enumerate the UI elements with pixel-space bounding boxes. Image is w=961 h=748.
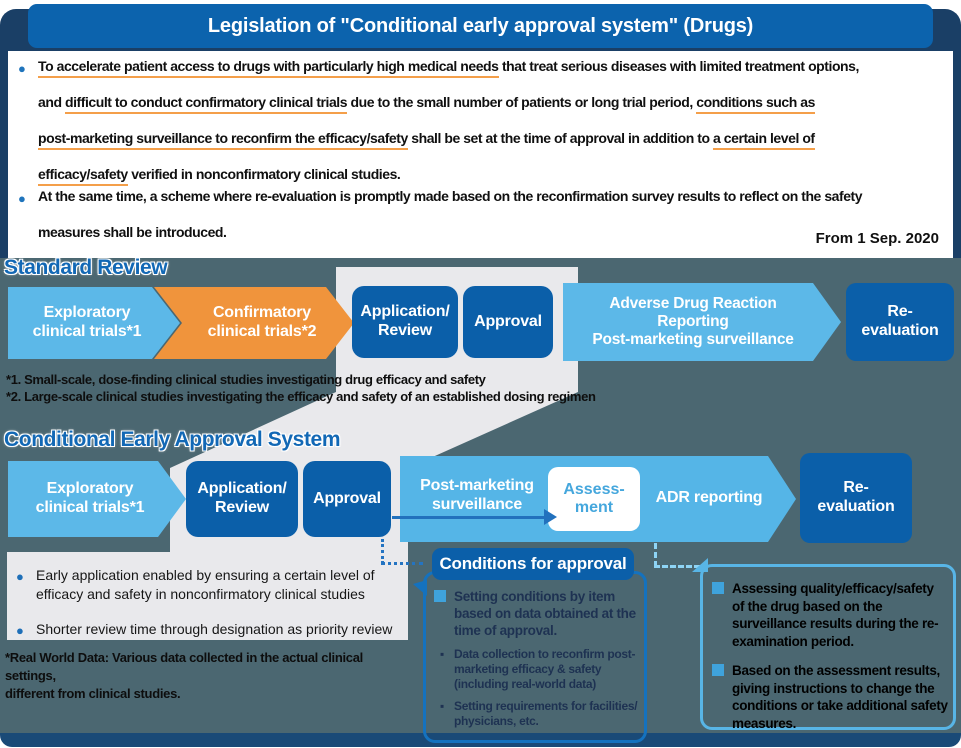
intro-text-segment: shall be set at the time of approval in … (407, 130, 714, 146)
assessment-detail-body: Assessing quality/efficacy/safety of the… (712, 580, 948, 744)
footnote-1: *1. Small-scale, dose-finding clinical s… (6, 372, 486, 387)
approval-conditions-connector-v (381, 539, 384, 564)
small-bullet-icon: ▪ (440, 647, 444, 661)
approval-to-assessment-line (392, 516, 544, 519)
assessment-item-2: Based on the assessment results, giving … (712, 662, 948, 732)
conditions-subitem-2: ▪ Setting requirements for facilities/ p… (440, 699, 640, 729)
bullet-icon: ● (16, 623, 24, 638)
assessment-item-1: Assessing quality/efficacy/safety of the… (712, 580, 948, 650)
conditions-box-body: Setting conditions by item based on data… (434, 588, 640, 729)
intro-text-segment: difficult to conduct confirmatory clinic… (64, 94, 348, 114)
intro-panel (0, 51, 961, 258)
intro-text-segment: conditions such as (696, 94, 815, 114)
assessment-item-1-text: Assessing quality/efficacy/safety of the… (732, 581, 939, 649)
intro-text-segment: a certain level of (713, 130, 815, 150)
intro-text-segment: that treat serious diseases with limited… (498, 58, 859, 74)
ces-step-exploratory: Exploratory clinical trials*1 (8, 461, 186, 537)
effective-date: From 1 Sep. 2020 (815, 230, 939, 247)
standard-review-heading: Standard Review (4, 256, 168, 279)
intro-bullet1-line4: efficacy/safety verified in nonconfirmat… (38, 166, 401, 186)
approval-conditions-connector-h (381, 562, 423, 565)
benefit-item-2: ● Shorter review time through designatio… (14, 620, 404, 639)
intro-text-segment: due to the small number of patients or l… (347, 94, 697, 110)
square-bullet-icon (434, 590, 446, 602)
ces-step-approval: Approval (303, 461, 391, 537)
bullet-icon: ● (18, 191, 26, 206)
ces-step-assessment: Assess- ment (548, 467, 640, 531)
sr-step-exploratory: Exploratory clinical trials*1 (8, 287, 180, 359)
conditions-subitem-1-text: Data collection to reconfirm post-market… (454, 647, 636, 691)
adr-assessmentbox-connector-h (654, 565, 700, 568)
small-bullet-icon: ▪ (440, 699, 444, 713)
intro-text-segment: At the same time, a scheme where re-eval… (38, 188, 863, 204)
sr-step-approval: Approval (463, 286, 553, 358)
ces-step-post-marketing: Post-marketing surveillance (420, 477, 534, 513)
square-bullet-icon (712, 664, 724, 676)
benefit-item-1: ● Early application enabled by ensuring … (14, 566, 404, 604)
intro-text-segment: post-marketing surveillance to reconfirm… (38, 130, 408, 150)
conditions-item-1: Setting conditions by item based on data… (434, 588, 640, 639)
assessment-item-2-text: Based on the assessment results, giving … (732, 663, 948, 731)
bullet-icon: ● (16, 569, 24, 584)
bullet-icon: ● (18, 61, 26, 76)
adr-assessmentbox-connector-v (654, 543, 657, 567)
assessment-detail-box (700, 564, 956, 730)
benefit-text-2: Shorter review time through designation … (36, 621, 393, 637)
intro-bullet2-line1: At the same time, a scheme where re-eval… (38, 188, 863, 204)
conditions-box-header: Conditions for approval (432, 548, 634, 580)
intro-text-segment: and (38, 94, 65, 110)
benefit-text-1: Early application enabled by ensuring a … (36, 567, 375, 602)
intro-text-segment: verified in nonconfirmatory clinical stu… (127, 166, 401, 182)
intro-bullet2-line2: measures shall be introduced. (38, 224, 227, 240)
intro-bullet1-line3: post-marketing surveillance to reconfirm… (38, 130, 815, 150)
intro-text-segment: To accelerate patient access to drugs wi… (38, 58, 499, 78)
intro-text-segment: measures shall be introduced. (38, 224, 227, 240)
ces-step-application: Application/ Review (186, 461, 298, 537)
page-title: Legislation of "Conditional early approv… (28, 4, 933, 48)
intro-bullet1-line2: and difficult to conduct confirmatory cl… (38, 94, 815, 114)
conditions-item-1-text: Setting conditions by item based on data… (454, 589, 636, 638)
conditions-subitem-1: ▪ Data collection to reconfirm post-mark… (440, 647, 640, 692)
square-bullet-icon (712, 582, 724, 594)
intro-text-segment: efficacy/safety (38, 166, 128, 186)
sr-step-adr-reporting: Adverse Drug Reaction Reporting Post-mar… (563, 283, 841, 361)
sr-step-application: Application/ Review (352, 286, 458, 358)
arrowhead-icon (544, 509, 557, 525)
intro-bullet1-line1: To accelerate patient access to drugs wi… (38, 58, 859, 78)
ces-step-reevaluation: Re- evaluation (800, 453, 912, 543)
benefits-list: ● Early application enabled by ensuring … (14, 566, 404, 655)
ces-step-adr-reporting: ADR reporting (655, 489, 763, 506)
sr-step-confirmatory: Confirmatory clinical trials*2 (154, 287, 354, 359)
sr-step-reevaluation: Re- evaluation (846, 283, 954, 361)
conditions-subitem-2-text: Setting requirements for facilities/ phy… (454, 699, 638, 728)
conditional-system-heading: Conditional Early Approval System (4, 428, 341, 451)
real-world-data-note: *Real World Data: Various data collected… (5, 650, 363, 701)
footnote-2: *2. Large-scale clinical studies investi… (6, 389, 596, 404)
